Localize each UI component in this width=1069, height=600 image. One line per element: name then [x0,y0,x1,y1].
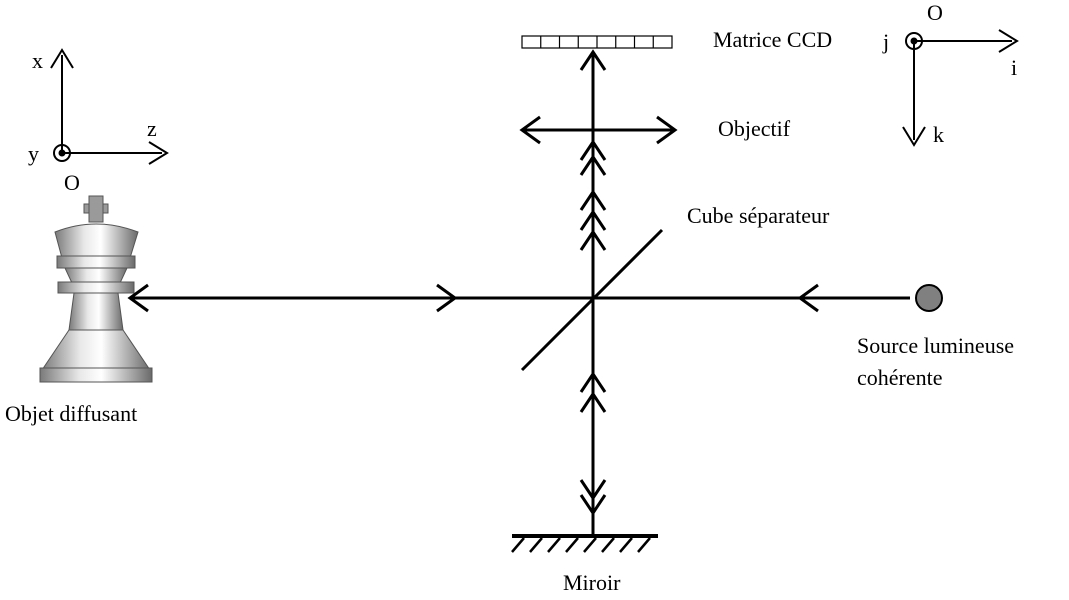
axis-i-label: i [1011,55,1017,80]
camera-origin-label: O [927,0,943,25]
vertical-beam [579,49,607,535]
horizontal-beam [127,283,910,313]
axis-y-label: y [28,141,39,166]
axis-z-label: z [147,116,157,141]
object-axes [50,48,169,165]
object-origin-label: O [64,170,80,195]
beam-splitter-icon [520,228,664,372]
axis-k-label: k [933,122,944,147]
camera-axes [902,29,1019,147]
beam-splitter-label: Cube séparateur [687,203,830,228]
objective-label: Objectif [718,116,791,141]
mirror-icon [511,534,658,553]
object-label: Objet diffusant [5,401,137,426]
mirror-label: Miroir [563,570,621,595]
source-label-line1: Source lumineuse [857,333,1014,358]
objective-lens-icon [519,115,678,145]
ccd-sensor-icon [521,35,673,49]
ccd-label: Matrice CCD [713,27,832,52]
axis-j-label: j [882,29,889,54]
chess-king-icon [39,195,153,383]
light-source-icon [915,284,943,312]
source-label-line2: cohérente [857,365,943,390]
axis-x-label: x [32,48,43,73]
